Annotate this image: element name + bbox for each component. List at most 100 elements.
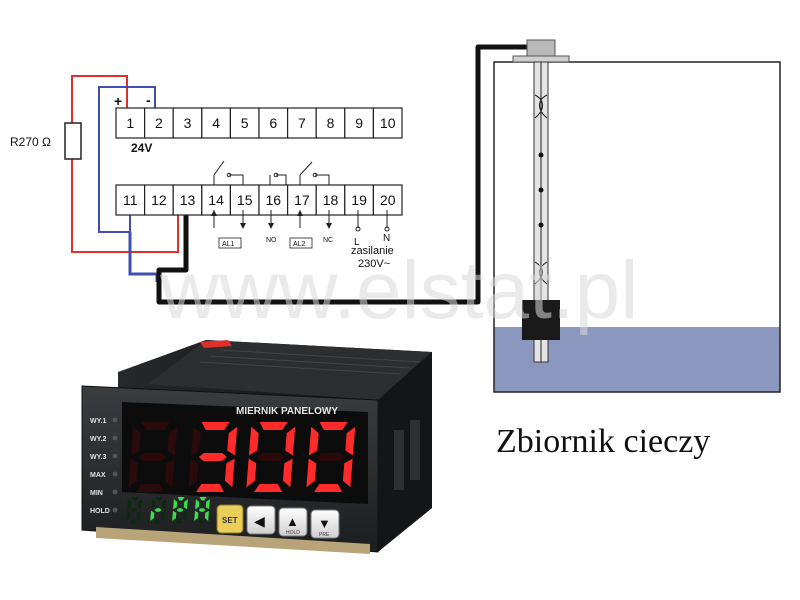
- bottom-terminal: [315, 184, 346, 216]
- left-button[interactable]: ◀: [246, 505, 276, 535]
- indicator-label: MAX: [90, 472, 106, 479]
- contact-arrows: [211, 210, 390, 232]
- display-segment: [195, 499, 200, 510]
- bottom-terminal-number: 16: [266, 192, 282, 208]
- display-segment: [188, 458, 199, 488]
- display-segment: [345, 426, 356, 456]
- bottom-terminal-number: 13: [180, 192, 196, 208]
- display-segment: [246, 458, 257, 488]
- power-l-label: L: [354, 237, 360, 248]
- display-segment: [164, 458, 175, 488]
- resistor: [64, 122, 82, 160]
- display-segment: [177, 497, 185, 501]
- display-segment: [138, 453, 167, 461]
- bottom-terminal-number: 12: [151, 192, 167, 208]
- top-terminal: [315, 107, 346, 139]
- bottom-terminal: [344, 184, 374, 216]
- display-segment: [314, 484, 342, 492]
- bottom-terminal-number: 15: [237, 192, 253, 208]
- display-segment: [199, 497, 207, 501]
- indicator-led: [112, 453, 118, 459]
- meter-title: MIERNIK PANELOWY: [236, 406, 338, 417]
- display-segment: [201, 422, 230, 430]
- display-segment: [285, 426, 296, 456]
- top-terminal: [258, 107, 289, 139]
- al1-label: AL1: [222, 241, 235, 248]
- bottom-terminal: [372, 184, 403, 216]
- display-segment: [136, 484, 164, 492]
- display-segment: [176, 508, 184, 512]
- plus-sign: +: [114, 93, 122, 109]
- bottom-terminal: [201, 184, 232, 216]
- indicator-led: [112, 417, 118, 423]
- display-segment: [194, 510, 199, 521]
- al2-label: AL2: [293, 241, 306, 248]
- display-segment: [167, 426, 178, 456]
- nc-label: NC: [323, 237, 333, 244]
- display-segment: [130, 508, 138, 512]
- top-terminal: [372, 107, 403, 139]
- display-segment: [342, 458, 353, 488]
- left-arrow-icon: ◀: [254, 513, 265, 529]
- bottom-terminal-number: 20: [380, 192, 396, 208]
- bottom-terminal: [287, 184, 317, 216]
- minus-sign: -: [146, 92, 151, 108]
- display-segment: [197, 519, 205, 523]
- display-segment: [150, 510, 155, 521]
- set-button-label: SET: [222, 516, 238, 525]
- top-terminal-number: 8: [327, 115, 335, 131]
- display-segment: [259, 422, 288, 430]
- power-word: zasilanie: [351, 245, 394, 257]
- display-segment: [160, 510, 165, 521]
- indicator-label: WY.2: [90, 436, 106, 443]
- display-segment: [198, 508, 206, 512]
- display-segment: [155, 497, 163, 501]
- set-button[interactable]: SET: [216, 504, 244, 534]
- up-arrow-icon: ▲: [286, 514, 299, 529]
- down-button[interactable]: ▼ PRE: [310, 509, 340, 539]
- indicator-led: [112, 471, 118, 477]
- sub-display: [126, 497, 210, 523]
- indicator-label: WY.1: [90, 418, 106, 425]
- display-segment: [182, 510, 187, 521]
- bottom-terminal-number: 14: [208, 192, 224, 208]
- power-n-label: N: [383, 233, 390, 244]
- display-segment: [172, 510, 177, 521]
- resistor-label: R270 Ω: [10, 135, 51, 149]
- bottom-terminal: [229, 184, 260, 216]
- tank-caption: Zbiornik cieczy: [496, 423, 710, 460]
- top-terminal-number: 4: [212, 115, 220, 131]
- display-segment: [254, 484, 282, 492]
- supply-voltage-label: 24V: [131, 141, 152, 155]
- display-segment: [151, 499, 156, 510]
- display-segment: [190, 426, 201, 456]
- down-button-sublabel: PRE: [319, 532, 330, 538]
- display-segment: [130, 426, 141, 456]
- up-button[interactable]: ▲ HOLD: [278, 507, 308, 537]
- watermark: www.elstat.pl: [159, 245, 639, 336]
- display-segment: [306, 458, 317, 488]
- bottom-terminal-number: 19: [351, 192, 367, 208]
- display-segment: [128, 458, 139, 488]
- red-wire: [71, 75, 179, 253]
- display-segment: [256, 453, 285, 461]
- down-arrow-icon: ▼: [318, 516, 331, 531]
- display-segment: [308, 426, 319, 456]
- display-segment: [204, 510, 209, 521]
- indicator-label: HOLD: [90, 508, 110, 515]
- display-segment: [126, 510, 131, 521]
- display-segment: [153, 519, 161, 523]
- indicator-label: MIN: [90, 490, 103, 497]
- up-button-sublabel: HOLD: [286, 530, 300, 536]
- display-segment: [131, 497, 139, 501]
- top-terminal-number: 6: [269, 115, 277, 131]
- top-terminal-number: 9: [355, 115, 363, 131]
- display-segment: [227, 426, 238, 456]
- no-label: NO: [266, 237, 277, 244]
- display-segment: [154, 508, 162, 512]
- bottom-terminal-number: 18: [323, 192, 339, 208]
- display-segment: [127, 499, 132, 510]
- bottom-terminal: [172, 184, 203, 216]
